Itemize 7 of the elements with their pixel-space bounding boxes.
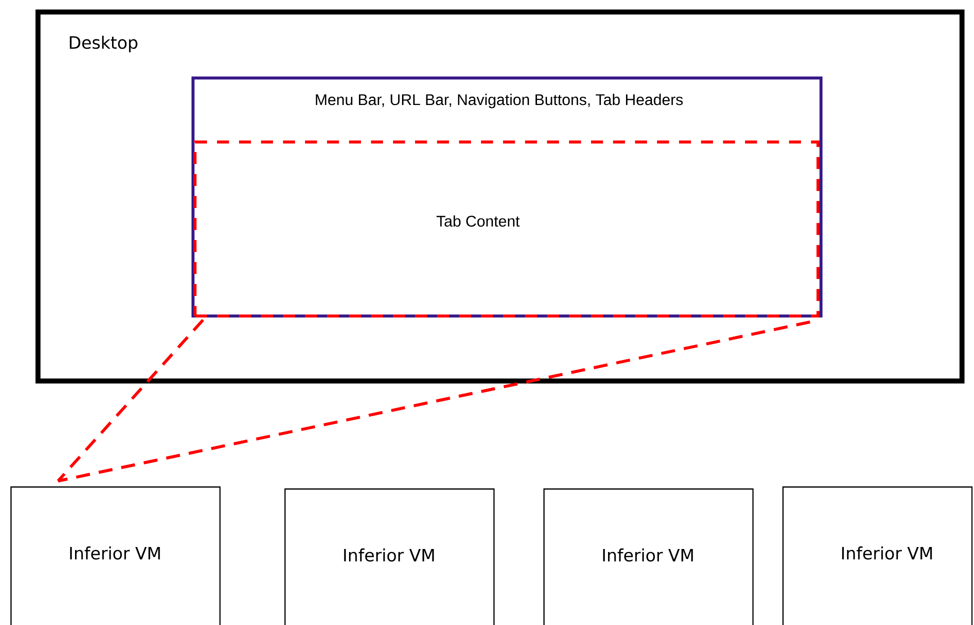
vm-box: Inferior VM [10,486,221,625]
vm-box: Inferior VM [284,488,495,625]
dashed-connector [56,319,204,482]
tab-content-area: Tab Content [194,140,820,318]
dashed-connector [58,320,810,482]
vm-box: Inferior VM [543,488,754,625]
vm-box: Inferior VM [782,486,973,625]
